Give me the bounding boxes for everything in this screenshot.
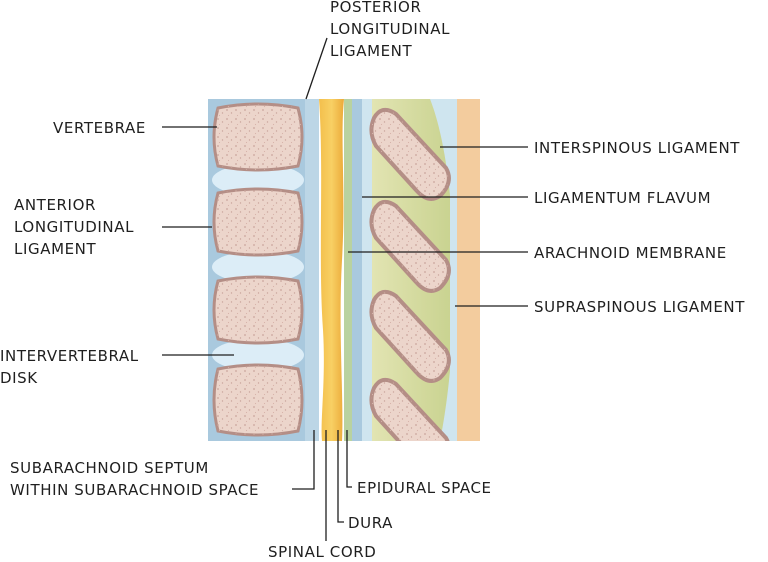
dura (352, 99, 362, 441)
posterior-longitudinal-ligament (305, 99, 319, 441)
label-intervertebral-disk: INTERVERTEBRAL DISK (0, 347, 144, 387)
leader-lines (162, 37, 528, 541)
arachnoid-membrane (344, 99, 352, 441)
label-dura: DURA (348, 514, 393, 532)
intervertebral-disk (212, 339, 304, 371)
supraspinous-ligament (455, 99, 480, 441)
label-arachnoid-membrane: ARACHNOID MEMBRANE (534, 244, 727, 262)
vertebrae (212, 102, 304, 437)
spinous-processes (369, 107, 451, 441)
label-supraspinous-ligament: SUPRASPINOUS LIGAMENT (534, 298, 745, 316)
spinal-cord (319, 99, 344, 441)
label-spinal-cord: SPINAL CORD (268, 543, 376, 561)
label-vertebrae: VERTEBRAE (53, 119, 146, 137)
intervertebral-disk (212, 251, 304, 283)
labels: POSTERIOR LONGITUDINAL LIGAMENT VERTEBRA… (0, 0, 745, 561)
intervertebral-disk (212, 164, 304, 196)
epidural-space (362, 99, 372, 441)
label-ligamentum-flavum: LIGAMENTUM FLAVUM (534, 189, 711, 207)
label-anterior-longitudinal-ligament: ANTERIOR LONGITUDINAL LIGAMENT (14, 196, 139, 258)
label-subarachnoid-septum: SUBARACHNOID SEPTUM WITHIN SUBARACHNOID … (10, 459, 259, 499)
label-epidural-space: EPIDURAL SPACE (357, 479, 492, 497)
spine-section (208, 99, 480, 441)
label-posterior-longitudinal-ligament: POSTERIOR LONGITUDINAL LIGAMENT (330, 0, 455, 60)
label-interspinous-ligament: INTERSPINOUS LIGAMENT (534, 139, 740, 157)
